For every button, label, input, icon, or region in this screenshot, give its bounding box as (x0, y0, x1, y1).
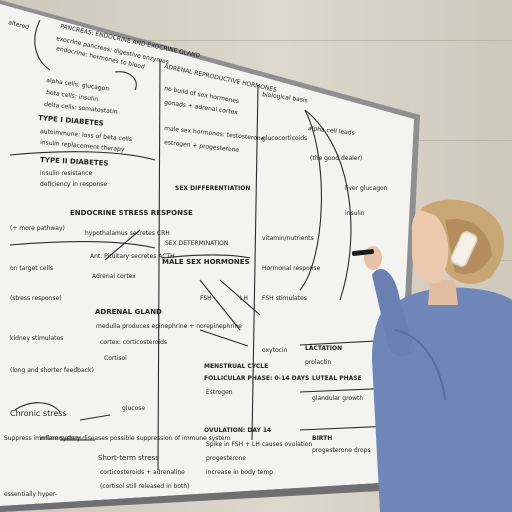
note-line: (+ more pathway) (10, 225, 65, 232)
raised-arm (372, 268, 415, 357)
face (411, 203, 449, 284)
note-spike: Spike in FSH + LH causes ovulation (206, 441, 312, 448)
note-line: altered (8, 19, 30, 31)
note-pituitary: Ant. Pituitary secretes ACTH (90, 253, 175, 260)
note-hypothalamus: hypothalamus secretes CRH (85, 230, 170, 237)
neck (428, 280, 458, 305)
note-line: alpha cell leads (308, 125, 355, 137)
note-cortex: cortex: corticosteroids (100, 339, 167, 346)
marker (352, 249, 375, 256)
wall-seam (0, 40, 512, 41)
note-medulla: medulla produces epinephrine + norepinep… (96, 323, 242, 330)
note-line: FSH stimulates (262, 295, 307, 302)
note-glandular: glandular growth (312, 395, 363, 402)
section-shortterm: Short-term stress (98, 454, 159, 462)
note-lh: LH (240, 295, 248, 302)
note-line: (cortisol still released in both) (100, 483, 190, 490)
sleeve-fold (394, 329, 446, 401)
note-temp: increase in body temp (206, 469, 273, 476)
note-line: on target cells (10, 265, 53, 272)
section-ovulation: OVULATION: DAY 14 (204, 427, 271, 434)
board-lines (9, 19, 396, 471)
note-line: glucocorticoids (262, 135, 307, 142)
section-menstrual: MENSTRUAL CYCLE (204, 363, 268, 370)
note-progesterone: progesterone (206, 455, 246, 462)
note-oxytocin: oxytocin (262, 347, 288, 354)
section-chronic: Chronic stress (10, 409, 67, 418)
note-line: (the good dealer) (310, 155, 362, 162)
note-estrogen: Estrogen (206, 389, 233, 396)
marker-tray (0, 482, 398, 512)
section-sexhormones: MALE SEX HORMONES (162, 258, 250, 266)
section-adrenal: ADRENAL GLAND (95, 308, 162, 316)
person (352, 199, 512, 512)
section-lactation: LACTATION (305, 345, 342, 352)
section-follicular: FOLLICULAR PHASE: 0-14 DAYS (204, 375, 309, 382)
note-line: insulin resistance (40, 170, 93, 177)
note-inflam: inflammatory diseases (40, 435, 108, 442)
note-line: SEX DIFFERENTIATION (175, 185, 250, 192)
note-adrenalcortex: Adrenal cortex (92, 273, 136, 280)
note-line: insulin (345, 210, 365, 217)
note-line: (stress response) (10, 295, 62, 302)
note-fsh: FSH (200, 295, 212, 302)
section-birth: BIRTH (312, 435, 332, 442)
note-cortisol: Cortisol (104, 355, 127, 362)
section-diabetes2: TYPE II DIABETES (40, 156, 109, 168)
note-prolactin: prolactin (305, 359, 331, 366)
hair-clip (450, 231, 478, 267)
section-luteal: LUTEAL PHASE (312, 375, 362, 382)
note-immune: Suppress immune system (4, 435, 82, 442)
section-endocrine: ENDOCRINE STRESS RESPONSE (70, 209, 193, 217)
note-line: Hormonal response (262, 265, 321, 272)
note-line: essentially hyper- (4, 491, 57, 498)
note-line: liver glucagon (345, 185, 388, 192)
note-suppression: possible suppression of immune system (110, 435, 230, 442)
note-line: (long and shorter feedback) (10, 367, 94, 374)
note-line: kidney stimulates (10, 335, 63, 342)
note-line: progesterone drops (312, 447, 371, 454)
note-line: deficiency in response (40, 181, 107, 188)
note-glucose: glucose (122, 405, 145, 412)
note-line: corticosteroids + adrenaline (100, 469, 185, 476)
note-line: vitamin/nutrients (262, 235, 314, 242)
section-spermatogenesis: SEX DETERMINATION (165, 240, 228, 247)
